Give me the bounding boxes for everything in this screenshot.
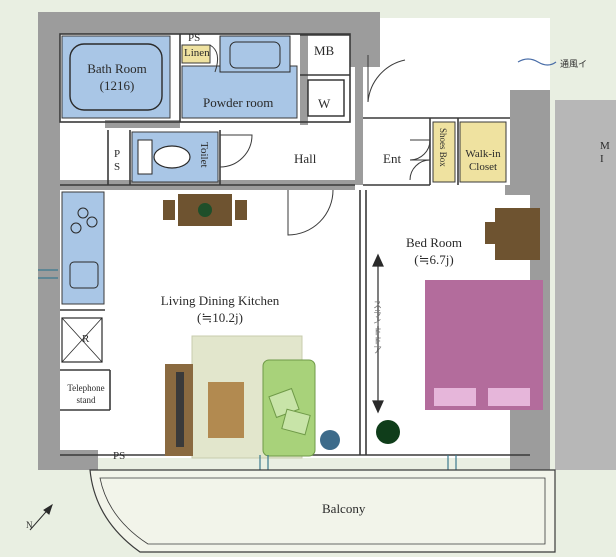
telephone-stand-line2: stand xyxy=(76,395,96,405)
toilet-label: Toilet xyxy=(198,142,210,168)
door-swings xyxy=(219,55,431,236)
walkin-closet xyxy=(459,121,507,183)
telephone-stand-label: Telephone stand xyxy=(62,382,110,406)
walkin-closet-label: Walk-in Closet xyxy=(463,148,503,174)
linen-label: Linen xyxy=(184,47,210,59)
balcony-label: Balcony xyxy=(322,501,366,516)
shoes-box-label: Shoes Box xyxy=(438,128,448,167)
compass-label: N xyxy=(26,520,33,530)
balcony xyxy=(89,469,556,553)
powder-room-label: Powder room xyxy=(203,95,274,110)
washer-pan xyxy=(307,79,345,117)
plant xyxy=(320,430,340,450)
sliding-door-arrow xyxy=(372,253,384,414)
living-label: Living Dining Kitchen (≒10.2j) xyxy=(140,292,300,326)
bath-room-size: (1216) xyxy=(99,78,135,93)
powder-room xyxy=(181,65,298,119)
walkin-closet-line1: Walk-in xyxy=(465,148,501,160)
fridge-label: R xyxy=(82,333,90,345)
hall-label: Hall xyxy=(294,151,317,166)
walkin-closet-line2: Closet xyxy=(468,161,498,173)
kitchen-sink xyxy=(69,261,99,289)
toilet-bowl xyxy=(153,145,191,169)
ps-bottom-label: PS xyxy=(113,450,126,462)
bed-room-name: Bed Room xyxy=(406,235,462,250)
bedroom-plant xyxy=(376,420,400,444)
washer-label: W xyxy=(318,96,331,111)
windows xyxy=(38,269,457,470)
kitchen-counter xyxy=(61,191,105,305)
side-label: M I xyxy=(600,140,610,165)
ps-side-label: P S xyxy=(114,148,121,173)
entrance-label: Ent xyxy=(383,151,402,166)
shoes-box xyxy=(432,121,456,183)
ventilation-mark xyxy=(517,58,557,66)
coffee-table xyxy=(208,382,244,438)
living-size: (≒10.2j) xyxy=(197,310,243,325)
sliding-door-label: スライドドア xyxy=(372,300,382,354)
bed-room-label: Bed Room (≒6.7j) xyxy=(394,234,474,268)
mb-label: MB xyxy=(314,43,335,58)
desk xyxy=(495,208,540,260)
ps-top-label: PS xyxy=(188,32,201,44)
compass xyxy=(29,503,53,531)
telephone-stand-line1: Telephone xyxy=(67,383,105,393)
living-name: Living Dining Kitchen xyxy=(160,293,280,308)
bathtub xyxy=(69,43,163,111)
bath-room-name: Bath Room xyxy=(87,61,147,76)
bath-room-label: Bath Room (1216) xyxy=(77,60,157,94)
bed-room-size: (≒6.7j) xyxy=(414,252,454,267)
ventilation-label: 通風イ xyxy=(560,59,588,69)
